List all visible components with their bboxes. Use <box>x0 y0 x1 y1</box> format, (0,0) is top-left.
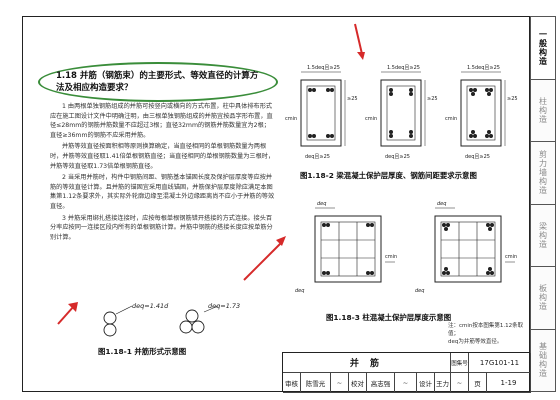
chapter-tab-strip: 一般构造 柱构造 剪力墙构造 梁构造 板构造 基础构造 <box>530 16 556 392</box>
spacing-label-side: ≥25 <box>507 96 518 102</box>
cover-label: cmin <box>385 254 397 260</box>
bundled-bar-figure: deq=1.41d deq=1.73d <box>103 302 240 337</box>
spacing-label-bottom: deq且≥25 <box>465 154 490 160</box>
review-label: 审核 <box>283 373 301 392</box>
figure-1-caption: 图1.18-1 并筋形式示意图 <box>98 347 187 356</box>
cover-label: cmin <box>285 116 297 122</box>
title-block-top-row: 并 筋 图集号 17G101-11 <box>283 353 531 373</box>
figure-note: 注：cmin按本图集第1.12条取值； deq为并筋等效直径。 <box>448 322 528 346</box>
page-label: 页 <box>469 373 487 392</box>
chapter-tab-shear-wall[interactable]: 剪力墙构造 <box>530 142 556 205</box>
paragraph: 1 由两根单独钢筋组成的并筋可按竖向或横向的方式布置，柱中具体排布形式应在施工图… <box>50 103 273 139</box>
page-number: 1-19 <box>487 373 531 392</box>
equivalent-diameter-two-bars: deq=1.41d <box>132 302 169 310</box>
column-section-figure: deq deq cmin cmin deq deq <box>295 201 517 294</box>
equivalent-diameter-three-bars: deq=1.73d <box>208 302 240 310</box>
chapter-tab-slab[interactable]: 板构造 <box>530 267 556 330</box>
cover-label: cmin <box>445 116 457 122</box>
spacing-label-top: 1.5deq且≥25 <box>467 65 500 71</box>
deq-label: deq <box>415 288 424 294</box>
drawing-title: 并 筋 <box>283 353 451 372</box>
chapter-tab-column[interactable]: 柱构造 <box>530 79 556 142</box>
heading-highlight-oval <box>38 62 278 102</box>
spacing-label-top: 1.5deq且≥25 <box>307 65 340 71</box>
spacing-label-side: ≥25 <box>347 96 358 102</box>
reviewer-name: 陈雪光 <box>301 373 331 392</box>
deq-label: deq <box>437 201 446 207</box>
title-block-bottom-row: 审核 陈雪光 ~ 校对 高志强 ~ 设计 王力 ~ 页 1-19 <box>283 373 531 393</box>
paragraph: 并筋等效直径按面积相等原则换算确定，当直径相同的单根钢筋数量为两根时，并筋等效直… <box>50 143 275 170</box>
beam-section-figure: 1.5deq且≥25 1.5deq且≥25 1.5deq且≥25 ≥25 ≥25… <box>285 65 518 160</box>
chapter-tab-beam[interactable]: 梁构造 <box>530 204 556 267</box>
red-arrow-icon <box>354 23 365 60</box>
red-arrow-icon <box>243 236 286 281</box>
spacing-label-top: 1.5deq且≥25 <box>387 65 420 71</box>
design-label: 设计 <box>417 373 435 392</box>
spacing-label-bottom: deq且≥25 <box>385 154 410 160</box>
reviewer-signature: ~ <box>331 373 349 392</box>
atlas-number-label: 图集号 <box>451 353 469 372</box>
note-line: deq为并筋等效直径。 <box>448 339 503 345</box>
paragraph: 2 当采用并筋时，构件中钢筋间距、钢筋基本锚固长度及保护层厚度等应按并筋的等效直… <box>50 174 275 210</box>
body-text: 1 由两根单独钢筋组成的并筋可按竖向或横向的方式布置，柱中具体排布形式应在施工图… <box>50 102 275 244</box>
cover-label: cmin <box>505 254 517 260</box>
note-line: 注：cmin按本图集第1.12条取值； <box>448 323 524 337</box>
chapter-tab-general[interactable]: 一般构造 <box>530 16 556 80</box>
section-heading: 1.18 并筋（钢筋束）的主要形式、等效直径的计算方法及相应构造要求？ <box>56 71 259 93</box>
designer-name: 王力 <box>435 373 451 392</box>
figure-3-caption: 图1.18-3 柱混凝土保护层厚度示意图 <box>326 313 452 322</box>
chapter-tab-foundation[interactable]: 基础构造 <box>530 329 556 392</box>
deq-label: deq <box>295 288 304 294</box>
spacing-label-side: ≥25 <box>427 96 438 102</box>
spacing-label-bottom: deq且≥25 <box>305 154 330 160</box>
deq-label: deq <box>317 201 326 207</box>
drawing-frame <box>22 16 530 392</box>
checker-name: 高志强 <box>367 373 395 392</box>
title-block: 并 筋 图集号 17G101-11 审核 陈雪光 ~ 校对 高志强 ~ 设计 王… <box>282 352 531 393</box>
figure-2-caption: 图1.18-2 梁混凝土保护层厚度、钢筋间距要求示意图 <box>300 171 477 180</box>
checker-signature: ~ <box>395 373 417 392</box>
red-arrow-icon <box>57 302 78 325</box>
paragraph: 3 并筋采用绑扎搭接连接时，应按每根单根钢筋错开搭接的方式连接。接头百分率应按同… <box>50 214 273 241</box>
cover-label: cmin <box>365 116 377 122</box>
check-label: 校对 <box>349 373 367 392</box>
designer-signature: ~ <box>451 373 469 392</box>
atlas-number: 17G101-11 <box>469 353 531 372</box>
